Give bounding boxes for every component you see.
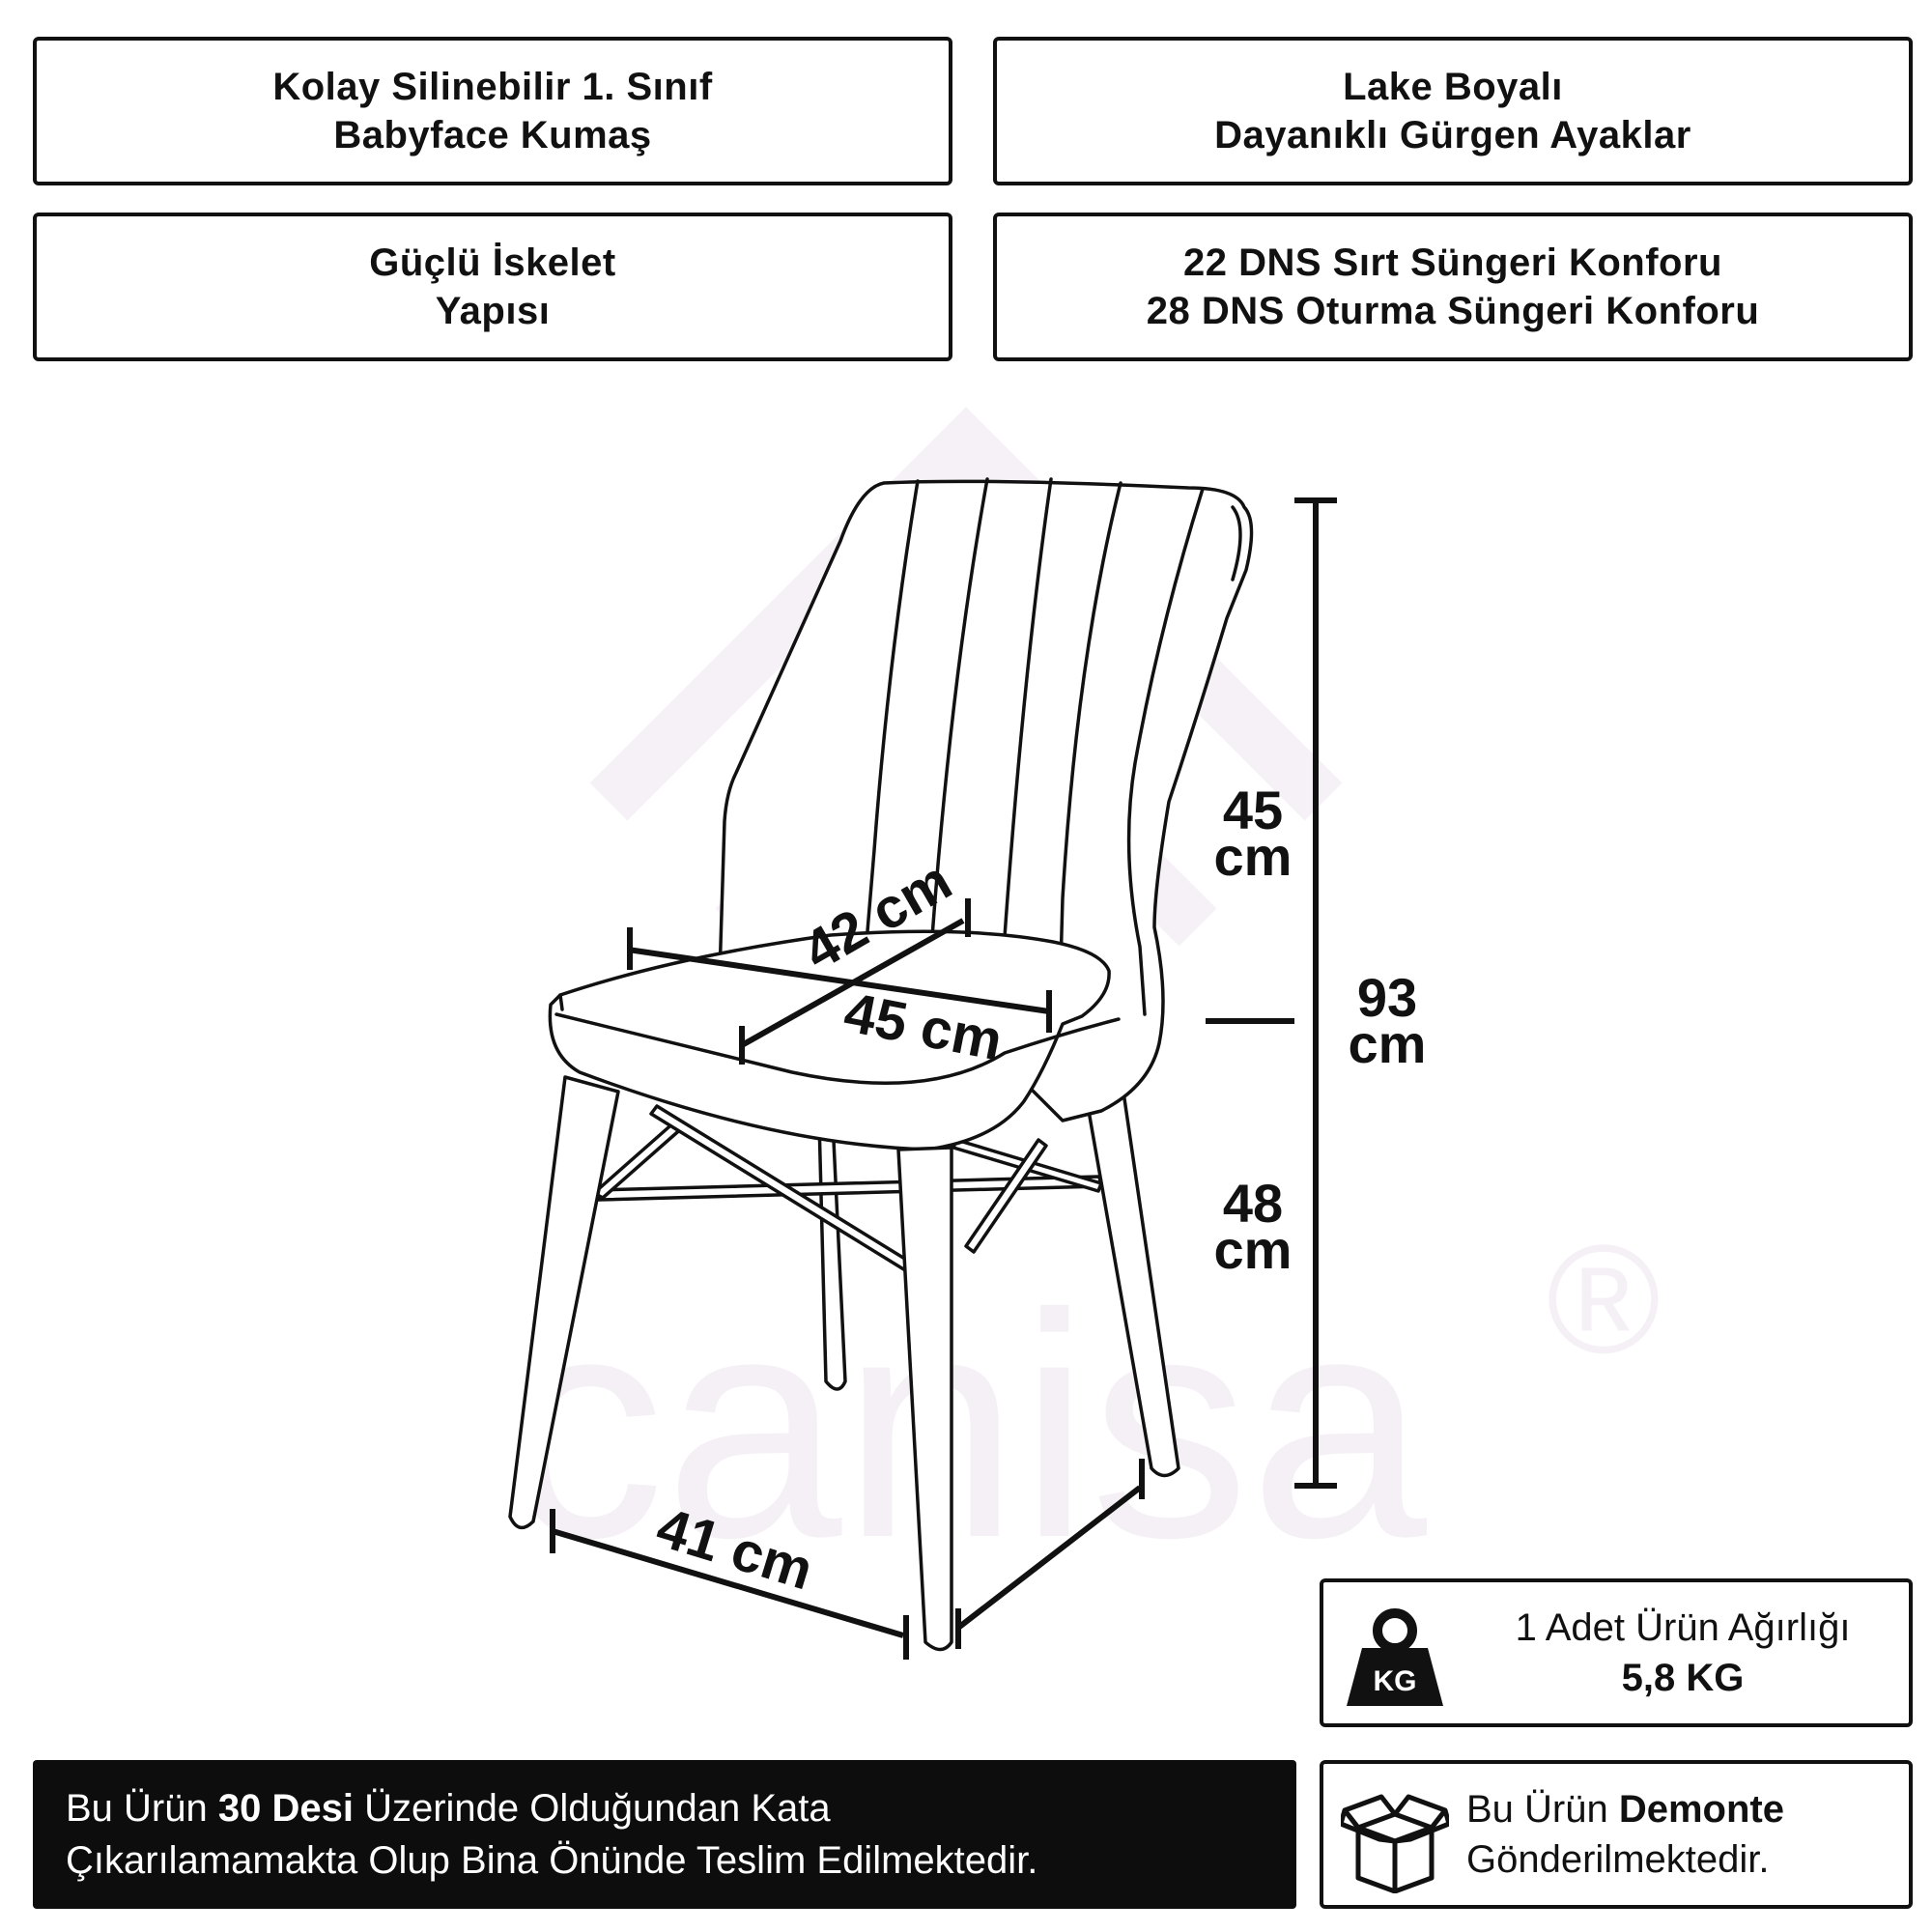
feature-box-fabric: Kolay Silinebilir 1. Sınıf Babyface Kuma…	[33, 37, 952, 185]
front-leg-left	[508, 1075, 620, 1530]
weight-value: 5,8 KG	[1621, 1657, 1745, 1699]
notice-line2: Çıkarılamamakta Olup Bina Önünde Teslim …	[66, 1839, 1038, 1882]
assembly-prefix: Bu Ürün	[1466, 1788, 1619, 1831]
feature-frame-line1: Güçlü İskelet	[369, 242, 616, 284]
leg-stretchers	[592, 1104, 1103, 1275]
back-height-value: 45	[1223, 780, 1283, 840]
assembly-info-box: Bu Ürün Demonte Gönderilmektedir.	[1320, 1760, 1913, 1909]
notice-prefix: Bu Ürün	[66, 1787, 218, 1830]
seat-piping	[554, 1012, 1121, 1085]
assembly-bold: Demonte	[1618, 1788, 1784, 1831]
total-height-unit: cm	[1349, 1013, 1427, 1074]
feature-sponge-line2: 28 DNS Oturma Süngeri Konforu	[1146, 290, 1760, 332]
total-height-value: 93	[1357, 967, 1417, 1028]
weight-info-box: KG 1 Adet Ürün Ağırlığı 5,8 KG	[1320, 1578, 1913, 1727]
back-leg-right	[1080, 1070, 1180, 1478]
feature-box-sponge: 22 DNS Sırt Süngeri Konforu 28 DNS Oturm…	[993, 213, 1913, 361]
feature-legs-line1: Lake Boyalı	[1343, 66, 1563, 108]
box-icon	[1341, 1794, 1449, 1893]
seat-height-unit: cm	[1214, 1219, 1293, 1280]
leg-depth-dimension-line	[956, 1485, 1142, 1631]
weight-label: 1 Adet Ürün Ağırlığı	[1515, 1606, 1851, 1649]
assembly-line1: Bu Ürün Demonte	[1466, 1784, 1899, 1834]
feature-sponge-line1: 22 DNS Sırt Süngeri Konforu	[1183, 242, 1722, 284]
watermark-text: canisa	[505, 1247, 1429, 1604]
notice-suffix: Üzerinde Olduğundan Kata	[353, 1787, 831, 1830]
leg-span-dimension-line	[552, 1528, 904, 1638]
feature-box-frame: Güçlü İskelet Yapısı	[33, 213, 952, 361]
notice-line1: Bu Ürün 30 Desi Üzerinde Olduğundan Kata	[66, 1782, 1264, 1834]
feature-legs-line2: Dayanıklı Gürgen Ayaklar	[1214, 114, 1691, 156]
feature-frame-line2: Yapısı	[435, 290, 551, 332]
delivery-notice: Bu Ürün 30 Desi Üzerinde Olduğundan Kata…	[33, 1760, 1296, 1909]
feature-box-legs: Lake Boyalı Dayanıklı Gürgen Ayaklar	[993, 37, 1913, 185]
feature-fabric-line1: Kolay Silinebilir 1. Sınıf	[272, 66, 713, 108]
weight-kg-icon: KG	[1347, 1608, 1443, 1706]
watermark-registered: ®	[1547, 1212, 1661, 1385]
backrest-channels	[863, 477, 1242, 1016]
feature-fabric-line2: Babyface Kumaş	[333, 114, 652, 156]
seat-height-value: 48	[1223, 1173, 1283, 1234]
notice-desi: 30 Desi	[217, 1787, 354, 1830]
back-height-unit: cm	[1214, 826, 1293, 887]
dimension-lines	[550, 497, 1337, 1660]
seat-depth-dimension-line	[740, 918, 965, 1048]
chair-seat	[548, 929, 1111, 1151]
assembly-line2: Gönderilmektedir.	[1466, 1838, 1770, 1881]
front-leg-center	[896, 1146, 953, 1652]
chair-drawing	[508, 477, 1254, 1652]
weight-icon-label: KG	[1374, 1665, 1417, 1697]
seat-width-dimension-line	[627, 947, 1050, 1014]
